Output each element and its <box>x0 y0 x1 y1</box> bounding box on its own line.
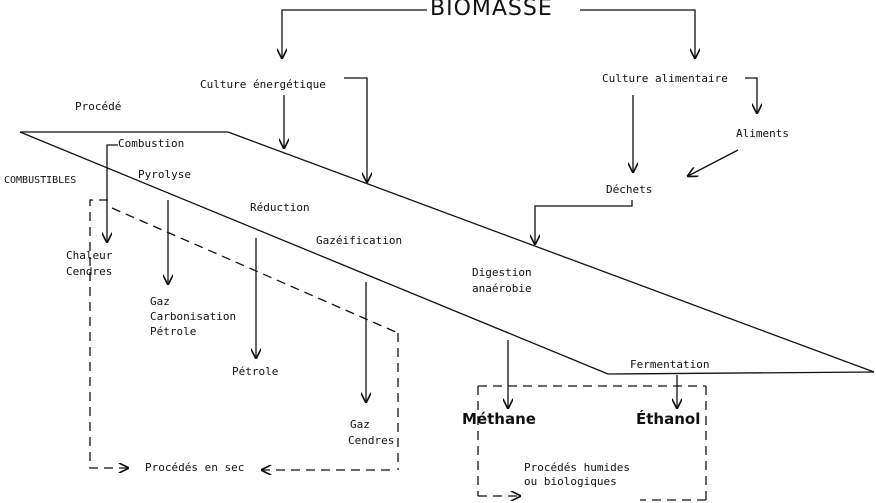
wet-process-dashed-group <box>477 385 707 500</box>
heat-label: Chaleur <box>66 249 113 262</box>
wet-processes-label-line1: Procédés humides <box>524 461 630 474</box>
waste-label: Déchets <box>606 183 653 196</box>
energy-crop-label: Culture énergétique <box>200 78 326 91</box>
wet-processes-label-line2: ou biologiques <box>524 475 617 488</box>
digestion-label-line1: Digestion <box>472 266 532 279</box>
petroleum-label-2: Pétrole <box>232 365 279 378</box>
biomass-branches <box>282 9 695 58</box>
process-band <box>19 131 875 375</box>
digestion-label-line2: anaérobie <box>472 282 532 295</box>
food-label: Aliments <box>736 127 789 140</box>
ash-label-1: Cendres <box>66 265 113 278</box>
fuels-axis-label: COMBUSTIBLES <box>4 175 77 186</box>
food-crop-arrows <box>535 77 757 244</box>
ash-label-2: Cendres <box>348 434 395 447</box>
fermentation-label: Fermentation <box>630 358 710 371</box>
gasification-label: Gazéification <box>316 234 403 247</box>
carbonisation-label: Carbonisation <box>150 310 237 323</box>
ethanol-label: Éthanol <box>636 410 701 428</box>
food-crop-label: Culture alimentaire <box>602 72 728 85</box>
biomass-title: BIOMASSE <box>430 0 553 21</box>
gas-label-1: Gaz <box>150 295 170 308</box>
petroleum-label-1: Pétrole <box>150 325 197 338</box>
dry-processes-label: Procédés en sec <box>145 461 245 474</box>
methane-label: Méthane <box>462 410 536 428</box>
process-output-arrows <box>107 144 677 408</box>
gas-label-2: Gaz <box>350 418 370 431</box>
energy-crop-arrows <box>284 77 367 182</box>
process-axis-label: Procédé <box>75 100 122 113</box>
combustion-label: Combustion <box>118 137 185 150</box>
pyrolysis-label: Pyrolyse <box>138 168 191 181</box>
reduction-label: Réduction <box>250 201 310 214</box>
dry-process-dashed-group <box>89 199 399 470</box>
